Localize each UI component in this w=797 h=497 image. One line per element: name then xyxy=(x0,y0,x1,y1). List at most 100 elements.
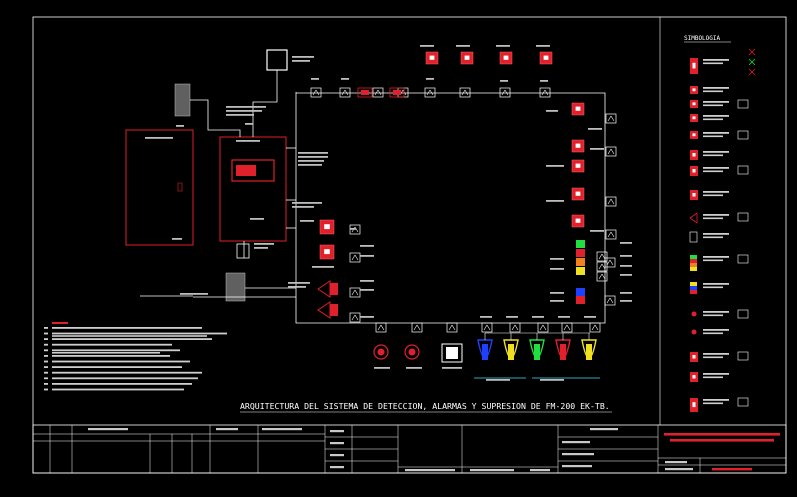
micro-text-stub xyxy=(300,220,314,222)
micro-text-stub xyxy=(226,114,254,116)
legend-text-stub xyxy=(703,59,729,61)
legend-row xyxy=(690,372,729,382)
note-line-stub xyxy=(52,332,227,335)
address-module-box xyxy=(537,322,549,333)
legend-text-stub xyxy=(703,283,729,285)
beacon-light xyxy=(576,240,585,248)
address-module-glyph xyxy=(315,89,320,96)
legend-beacon xyxy=(690,263,697,267)
legend-dot xyxy=(691,329,697,335)
address-module-glyph xyxy=(601,273,606,280)
note-number-stub xyxy=(44,371,48,374)
note-line-stub xyxy=(52,377,198,380)
micro-text-stub xyxy=(620,274,632,276)
address-module-glyph xyxy=(377,89,382,96)
legend-beacon xyxy=(690,286,697,290)
address-module xyxy=(605,196,617,207)
address-module xyxy=(424,87,436,98)
legend-beacon xyxy=(690,290,697,294)
legend-device-face xyxy=(692,153,696,157)
strobe-device xyxy=(389,87,405,98)
address-module xyxy=(349,252,361,263)
legend-device-face xyxy=(692,102,696,106)
note-number-stub xyxy=(44,377,48,380)
address-module-box xyxy=(596,271,608,282)
address-module-glyph xyxy=(448,324,453,331)
address-module-glyph xyxy=(402,89,407,96)
legend-text-stub xyxy=(703,90,723,93)
address-module-box xyxy=(605,196,617,207)
micro-text-stub xyxy=(588,128,602,130)
legend-text-stub xyxy=(703,104,723,107)
legend-text-stub xyxy=(703,402,723,405)
red-device-face xyxy=(464,55,470,60)
address-module-box xyxy=(605,229,617,240)
legend-text-stub xyxy=(703,194,723,197)
address-module-glyph xyxy=(451,324,456,331)
legend-text-stub xyxy=(703,62,723,65)
legend-dot xyxy=(691,311,697,317)
micro-text-stub xyxy=(550,268,564,270)
red-field-device xyxy=(539,51,553,65)
address-module-glyph xyxy=(514,324,519,331)
battery-cabinet xyxy=(174,83,191,117)
discharge-nozzle xyxy=(477,333,493,360)
micro-text-stub xyxy=(558,316,570,318)
legend-row xyxy=(690,397,749,412)
micro-text-stub xyxy=(590,230,604,232)
micro-text-stub xyxy=(500,80,508,82)
address-module-glyph xyxy=(606,297,611,304)
note-line-stub xyxy=(52,343,172,346)
legend-text-stub xyxy=(703,115,729,117)
micro-text-stub xyxy=(374,367,390,369)
address-module-glyph xyxy=(607,198,612,205)
micro-text-stub xyxy=(288,282,310,284)
address-module xyxy=(589,322,601,333)
address-module-glyph xyxy=(544,89,549,96)
red-device-face xyxy=(575,163,581,168)
address-module-glyph xyxy=(591,324,596,331)
micro-text-stub xyxy=(456,45,470,47)
address-module xyxy=(596,271,608,282)
note-line-stub xyxy=(52,352,160,354)
horn-strobe xyxy=(317,280,338,298)
main-control-panel xyxy=(125,129,194,246)
beacon-light xyxy=(576,258,585,266)
address-module-box xyxy=(561,322,573,333)
address-module-box xyxy=(604,295,616,306)
legend-text-stub xyxy=(703,286,723,289)
red-field-device xyxy=(460,51,474,65)
address-module-glyph xyxy=(416,324,421,331)
red-field-device xyxy=(571,159,585,173)
micro-text-stub xyxy=(620,265,632,267)
red-field-device xyxy=(425,51,439,65)
release-panel-keypad xyxy=(236,165,256,176)
micro-text-stub xyxy=(550,300,564,302)
address-module xyxy=(604,295,616,306)
address-module-box xyxy=(589,322,601,333)
red-device-face xyxy=(575,191,581,196)
micro-text-stub xyxy=(532,316,544,318)
detector-core xyxy=(377,348,385,356)
legend-device-face xyxy=(692,88,696,92)
address-module-glyph xyxy=(354,254,359,261)
address-module-glyph xyxy=(598,253,603,260)
micro-text-stub xyxy=(360,245,374,247)
address-module-glyph xyxy=(610,231,615,238)
legend-row xyxy=(691,309,749,319)
beacon-light xyxy=(576,267,585,275)
legend-ai-box xyxy=(737,254,749,264)
micro-text-stub xyxy=(292,56,314,58)
legend-ai-box xyxy=(737,130,749,140)
legend-ai-box xyxy=(737,212,749,222)
title-block xyxy=(32,424,787,474)
address-module-glyph xyxy=(607,115,612,122)
address-module-glyph xyxy=(354,289,359,296)
address-module-glyph xyxy=(594,324,599,331)
legend-row xyxy=(690,58,729,74)
address-module-glyph xyxy=(426,89,431,96)
red-field-device xyxy=(571,187,585,201)
note-line-stub xyxy=(52,383,192,385)
legend-ai-box xyxy=(737,99,749,109)
address-module-box xyxy=(605,113,617,124)
